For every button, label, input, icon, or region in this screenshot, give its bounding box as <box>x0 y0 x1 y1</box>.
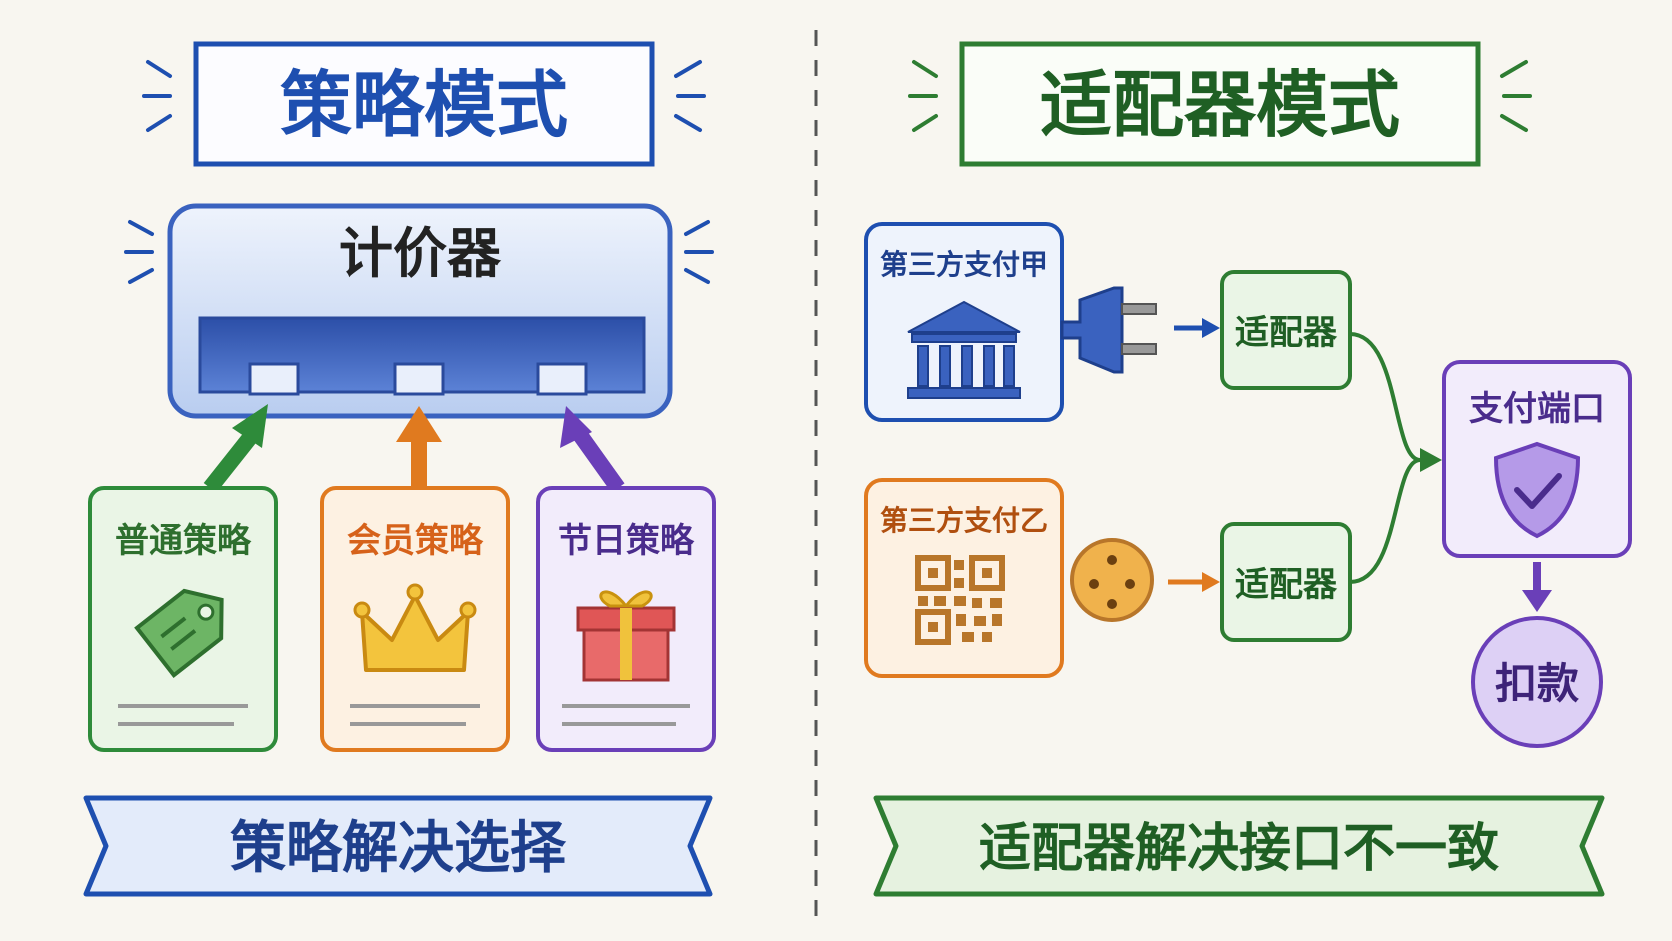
payment-card-a: 第三方支付甲 <box>864 222 1064 422</box>
arrow-right-icon <box>1420 448 1442 472</box>
strategy-banner-text: 策略解决选择 <box>230 816 567 881</box>
payment-b-label: 第三方支付乙 <box>880 504 1048 537</box>
strategy-card-member: 会员策略 <box>320 486 510 752</box>
strategy-title-box: 策略模式 <box>142 41 706 167</box>
socket-icon <box>1070 538 1154 622</box>
sparkle-icon <box>908 60 1532 132</box>
arrow-up-icon <box>396 406 442 490</box>
shield-check-icon <box>1493 441 1581 539</box>
strategy-label: 普通策略 <box>115 521 252 561</box>
strategy-card-normal: 普通策略 <box>88 486 278 752</box>
sparkle-icon <box>142 60 706 132</box>
arrow-right-icon <box>1174 318 1220 338</box>
gift-icon <box>576 590 676 682</box>
adapter-b-label: 适配器 <box>1235 565 1338 605</box>
bank-icon <box>907 300 1021 399</box>
adapter-banner-text: 适配器解决接口不一致 <box>979 819 1499 879</box>
payment-a-label: 第三方支付甲 <box>880 248 1048 281</box>
strategy-banner: 策略解决选择 <box>83 795 713 897</box>
arrow-up-icon <box>560 406 625 493</box>
strategy-label: 会员策略 <box>347 521 484 561</box>
adapter-banner: 适配器解决接口不一致 <box>873 795 1605 897</box>
payment-port-label: 支付端口 <box>1469 389 1605 429</box>
device-label: 计价器 <box>339 222 502 285</box>
crown-icon <box>353 583 477 672</box>
arrow-up-icon <box>203 404 268 493</box>
strategy-pattern-panel: 策略模式 计价器 <box>83 41 716 897</box>
payment-card-b: 第三方支付乙 <box>864 478 1064 678</box>
adapter-a-label: 适配器 <box>1235 313 1338 353</box>
adapter-title: 适配器模式 <box>1040 63 1400 147</box>
deduct-circle: 扣款 <box>1471 616 1603 748</box>
sparkle-icon <box>124 220 714 284</box>
strategy-arrows <box>203 404 625 493</box>
adapter-connectors <box>1349 332 1421 584</box>
strategy-label: 节日策略 <box>558 521 695 561</box>
adapter-box-b: 适配器 <box>1220 522 1352 642</box>
payment-port-box: 支付端口 <box>1442 360 1632 558</box>
arrow-down-icon <box>1522 562 1552 612</box>
strategy-title: 策略模式 <box>280 63 568 147</box>
arrow-right-icon <box>1168 572 1220 592</box>
adapter-title-box: 适配器模式 <box>908 41 1532 167</box>
adapter-pattern-panel: 适配器模式 第三方支付甲 <box>864 41 1632 897</box>
adapter-box-a: 适配器 <box>1220 270 1352 390</box>
pricing-device: 计价器 <box>124 203 714 419</box>
price-tag-icon <box>134 588 224 678</box>
strategy-card-holiday: 节日策略 <box>536 486 716 752</box>
plug-icon <box>1060 286 1157 374</box>
deduct-label: 扣款 <box>1495 659 1579 708</box>
qr-code-icon <box>915 555 1005 645</box>
